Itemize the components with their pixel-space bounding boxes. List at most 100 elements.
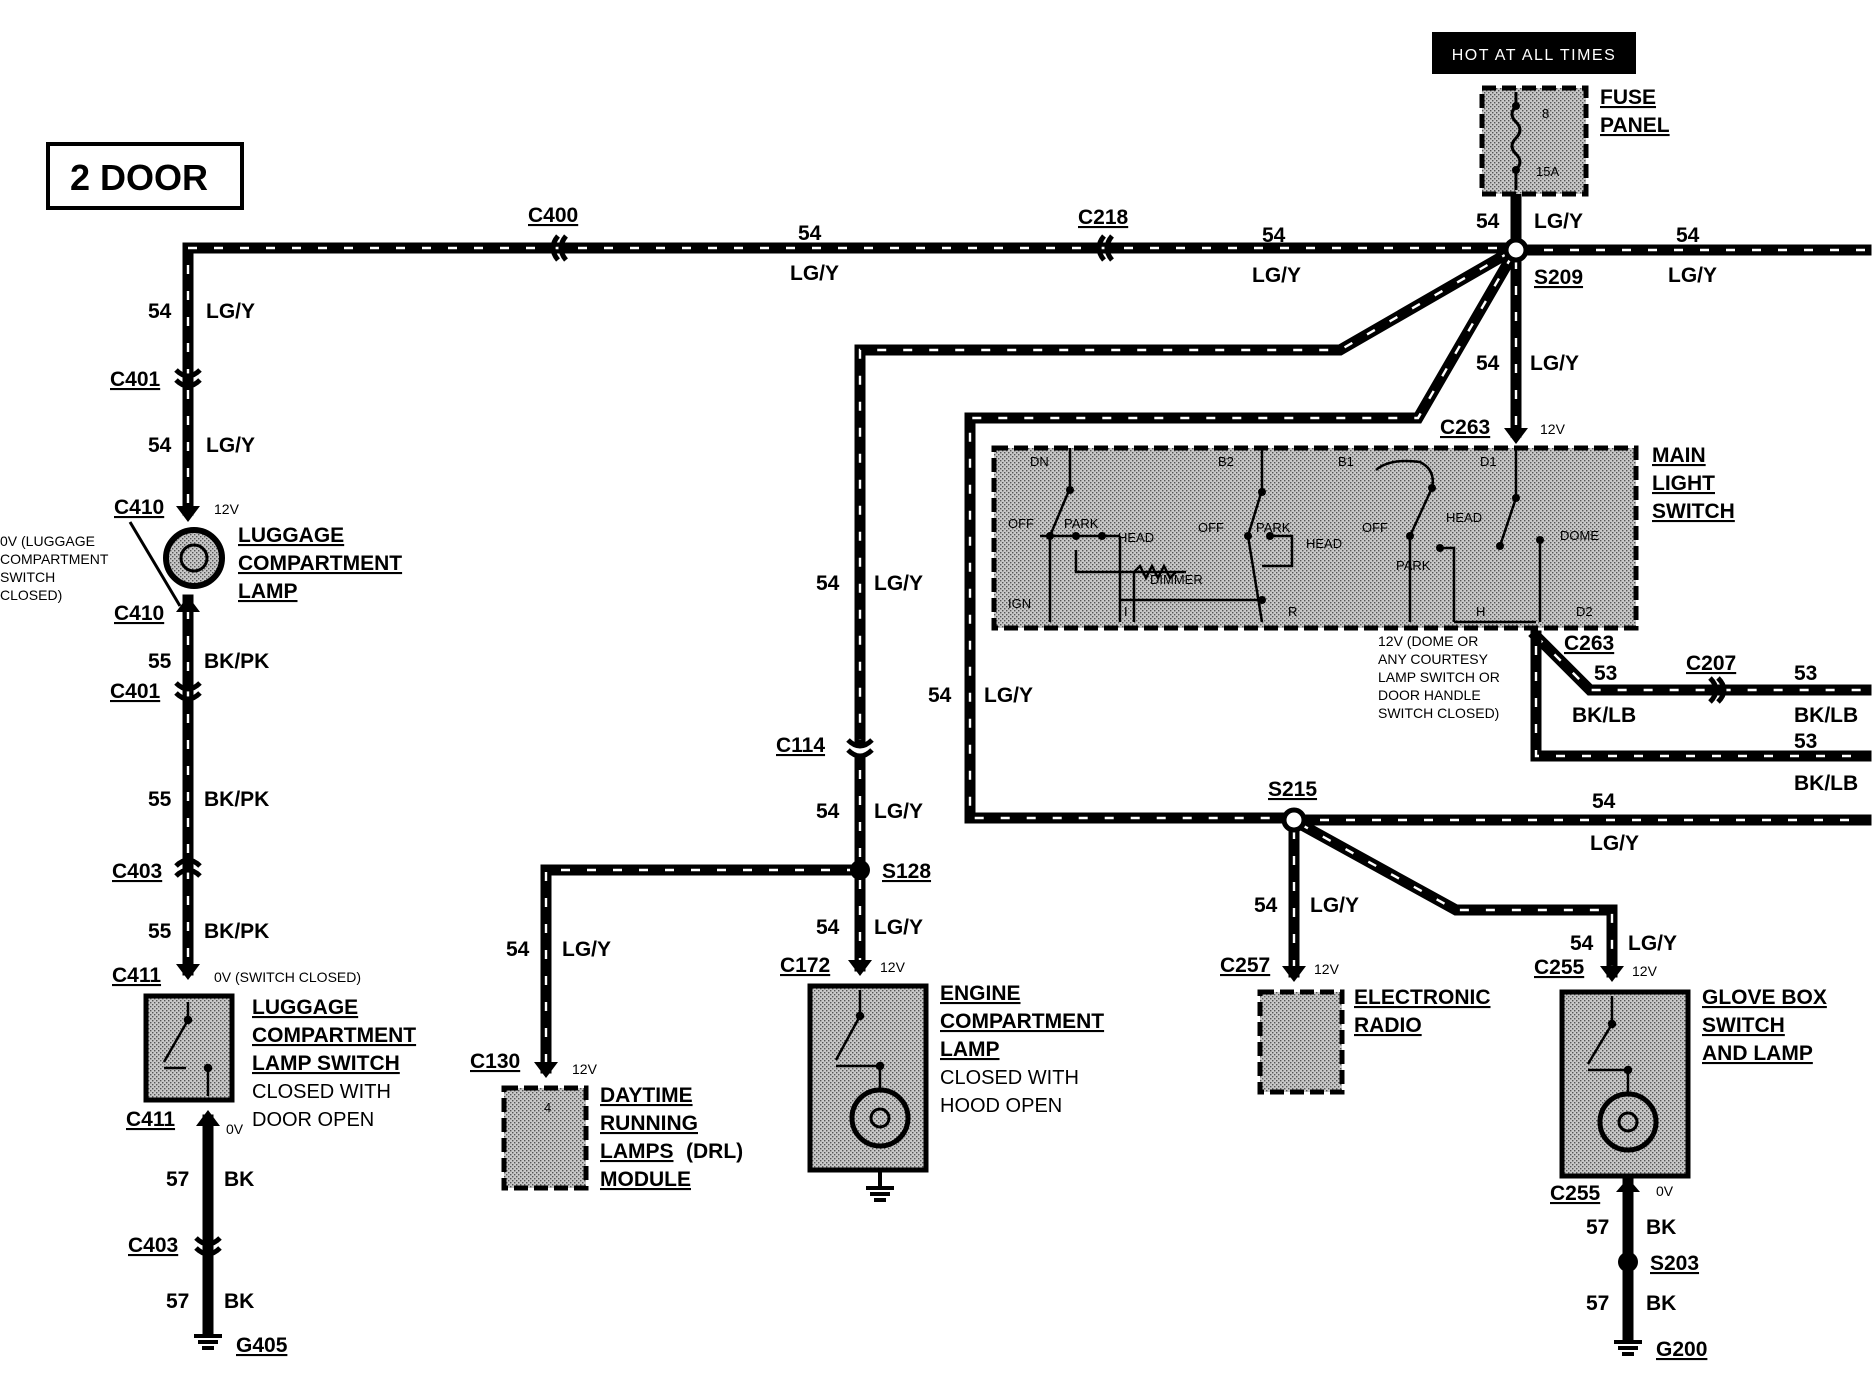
switch-pos-label: OFF [1198, 520, 1224, 535]
c401-label: C401 [110, 680, 161, 703]
c401-mark-b [174, 681, 202, 702]
c411-label: C411 [126, 1108, 175, 1131]
luggage-lamp-label-3: LAMP [238, 580, 298, 603]
circuit-label: 54 [506, 938, 530, 961]
circuit-label: 54 [816, 916, 840, 939]
arrow-c255 [1600, 966, 1624, 982]
glove-switch-icon [1586, 996, 1633, 1096]
voltage-label: 12V [1314, 961, 1340, 977]
arrow-c172 [848, 960, 872, 976]
wire-color-label: LG/Y [1668, 264, 1717, 287]
drl-pin: 4 [544, 1100, 551, 1115]
switch-pos-label: DOME [1560, 528, 1599, 543]
switch-pos-label: HEAD [1306, 536, 1342, 551]
circuit-label: 54 [148, 300, 172, 323]
splice-s203 [1618, 1252, 1638, 1272]
arrow-c263-top [1504, 428, 1528, 444]
ground-g200-icon [1614, 1340, 1642, 1356]
g405-label: G405 [236, 1334, 288, 1357]
c207-label: C207 [1686, 652, 1736, 675]
wire-color-label: LG/Y [1252, 264, 1301, 287]
luggage-lamp-bulb [163, 527, 225, 589]
circuit-label: 54 [798, 222, 822, 245]
voltage-label: 12V [880, 959, 906, 975]
wire-color-label: BK/LB [1794, 704, 1858, 727]
drl-label-4: MODULE [600, 1168, 691, 1191]
arrow-c410-top [176, 506, 200, 522]
wire-color-label: BK [224, 1290, 254, 1313]
c114-mark [846, 738, 874, 759]
wire-color-label: LG/Y [1530, 352, 1579, 375]
luggage-switch-label-2: COMPARTMENT [252, 1024, 416, 1047]
arrow-c410-bottom [176, 596, 200, 612]
drl-label-1: DAYTIME [600, 1084, 693, 1107]
luggage-switch-note-1: CLOSED WITH [252, 1081, 391, 1103]
hot-label-box [1432, 32, 1636, 74]
splice-s209 [1503, 237, 1529, 263]
luggage-switch-contact-icon [162, 1002, 213, 1096]
switch-pin-label: D2 [1576, 604, 1593, 619]
glove-lamp-bulb-icon [1597, 1091, 1659, 1153]
c207-mark [1708, 676, 1727, 704]
c130-label: C130 [470, 1050, 520, 1073]
wire-color-label: LG/Y [874, 572, 923, 595]
glove-box-box [1559, 989, 1691, 1179]
luggage-0v-note: 0V (LUGGAGE [0, 533, 95, 549]
fuse-panel-box [1479, 85, 1589, 197]
wire-top-bus [182, 242, 1524, 436]
switch-pin-label: H [1476, 604, 1485, 619]
circuit-label: 55 [148, 920, 172, 943]
c172-label: C172 [780, 954, 830, 977]
wire-color-label: LG/Y [984, 684, 1033, 707]
dome-12v-note: ANY COURTESY [1378, 651, 1489, 667]
s203-label: S203 [1650, 1252, 1699, 1275]
circuit-label: 54 [1592, 790, 1616, 813]
arrow-c411 [176, 964, 200, 980]
wire-color-label: BK [224, 1168, 254, 1191]
main-light-switch-label-2: LIGHT [1652, 472, 1715, 495]
circuit-label: 54 [1476, 352, 1500, 375]
engine-lamp-box [807, 983, 929, 1173]
circuit-label: 54 [1570, 932, 1594, 955]
switch-pos-label: PARK [1256, 520, 1291, 535]
c257-label: C257 [1220, 954, 1270, 977]
c401-label: C401 [110, 368, 161, 391]
wire-color-label: LG/Y [790, 262, 839, 285]
wire-color-label: BK [1646, 1216, 1676, 1239]
circuit-label: 54 [816, 572, 840, 595]
circuit-label: 55 [148, 650, 172, 673]
arrow-c255-bottom [1616, 1178, 1640, 1192]
connector-marks [174, 234, 1727, 1257]
luggage-switch-label-3: LAMP SWITCH [252, 1052, 400, 1075]
switch-pos-label: IGN [1008, 596, 1031, 611]
fuse-panel-label-2: PANEL [1600, 114, 1670, 137]
luggage-lamp-label-2: COMPARTMENT [238, 552, 402, 575]
c401-mark-a [174, 368, 202, 389]
luggage-lamp-filament-icon [179, 543, 209, 573]
switch-pos-label: OFF [1008, 516, 1034, 531]
wire-color-label: BK/PK [204, 650, 269, 673]
arrowheads [176, 428, 1640, 1192]
c410-label: C410 [114, 602, 164, 625]
drl-module-box [501, 1085, 589, 1191]
switch-pin-label: R [1288, 604, 1297, 619]
s128-label: S128 [882, 860, 931, 883]
main-light-switch-label-3: SWITCH [1652, 500, 1735, 523]
luggage-lamp-label-1: LUGGAGE [238, 524, 344, 547]
glove-box-label-2: SWITCH [1702, 1014, 1785, 1037]
arrow-c411-bottom [196, 1110, 220, 1126]
c218-mark [1096, 234, 1115, 262]
engine-lamp-bulb-icon [849, 1087, 911, 1149]
wire-color-label: LG/Y [206, 434, 255, 457]
circuit-label: 57 [166, 1168, 189, 1191]
wire-color-label: LG/Y [1590, 832, 1639, 855]
c400-label: C400 [528, 204, 578, 227]
radio-box [1257, 989, 1345, 1095]
wire-color-label: BK/PK [204, 920, 269, 943]
switch-pin-label: DN [1030, 454, 1049, 469]
arrow-c130 [534, 1062, 558, 1078]
labels: FUSE PANEL C400 54 LG/Y C218 54 LG/Y 54 … [0, 86, 1858, 1361]
wire-color-label: BK/LB [1572, 704, 1636, 727]
wire-color-label: LG/Y [206, 300, 255, 323]
c410-label: C410 [114, 496, 164, 519]
